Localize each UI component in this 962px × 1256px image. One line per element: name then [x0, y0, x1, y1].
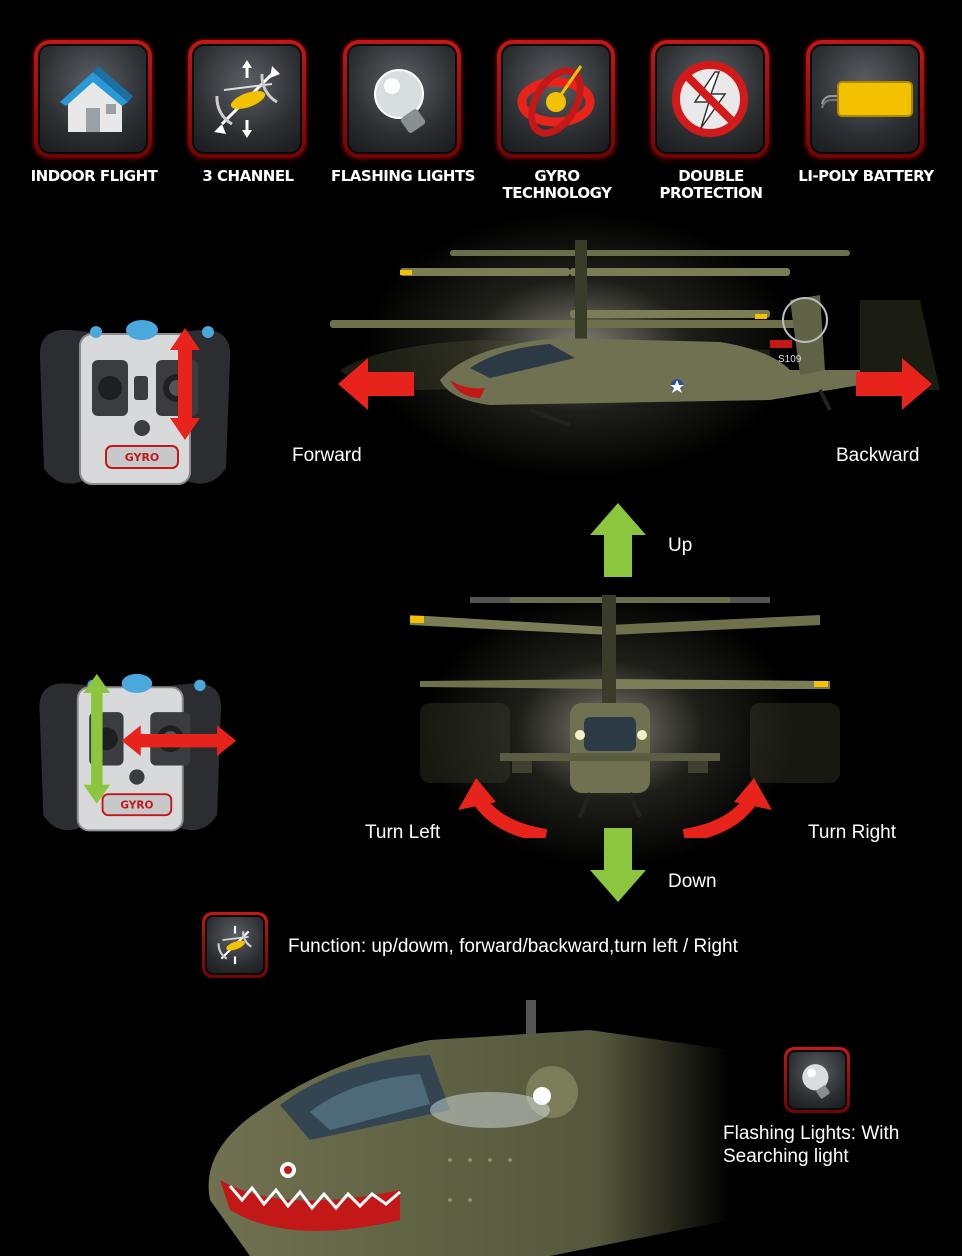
turn-right-arrow [682, 778, 772, 838]
forward-arrow [338, 358, 414, 410]
flashing-lights-description-1: Flashing Lights: With [723, 1123, 900, 1144]
svg-text:S109: S109 [778, 354, 802, 365]
house-icon [60, 66, 133, 132]
gyro-technology-badge [497, 40, 615, 158]
up-label: Up [668, 535, 693, 556]
li-poly-battery-badge [806, 40, 924, 158]
helicopter-arrows-icon [217, 925, 252, 965]
function-description: Function: up/dowm, forward/backward,turn… [288, 936, 738, 957]
turn-left-arrow [458, 778, 548, 838]
controller-badge: GYRO [120, 799, 153, 811]
feature-label: INDOOR FLIGHT [30, 167, 158, 185]
three-channel-small-badge [202, 912, 268, 978]
light-bulb-icon [374, 69, 426, 133]
flashing-lights-description-2: Searching light [723, 1146, 849, 1167]
flashing-lights-badge [343, 40, 461, 158]
backward-arrow [856, 358, 932, 410]
remote-controller-2: GYRO [39, 673, 237, 832]
feature-label: DOUBLE PROTECTION [659, 167, 763, 202]
indoor-flight-badge [34, 40, 152, 158]
turn-right-label: Turn Right [808, 822, 896, 843]
feature-label: 3 CHANNEL [202, 167, 294, 185]
gyro-icon [517, 65, 595, 137]
down-label: Down [668, 871, 717, 892]
up-arrow [590, 503, 646, 577]
forward-label: Forward [292, 445, 362, 466]
remote-controller-1: GYRO [39, 320, 231, 485]
double-protection-badge [651, 40, 769, 158]
backward-label: Backward [836, 445, 920, 466]
light-bulb-icon [802, 1064, 830, 1099]
feature-label: GYRO TECHNOLOGY [502, 167, 612, 202]
feature-label: FLASHING LIGHTS [331, 167, 475, 185]
helicopter-side-view: S109 [330, 240, 940, 427]
controller-badge: GYRO [125, 451, 160, 464]
helicopter-front-view [410, 595, 840, 818]
turn-left-label: Turn Left [365, 822, 441, 843]
flashing-lights-small-badge [784, 1047, 850, 1113]
helicopter-arrows-icon [214, 60, 280, 138]
down-arrow [590, 828, 646, 902]
feature-label: LI-POLY BATTERY [798, 167, 934, 185]
battery-icon [821, 81, 913, 117]
three-channel-badge [188, 40, 306, 158]
no-lightning-icon [672, 61, 748, 137]
helicopter-closeup [208, 1000, 730, 1256]
